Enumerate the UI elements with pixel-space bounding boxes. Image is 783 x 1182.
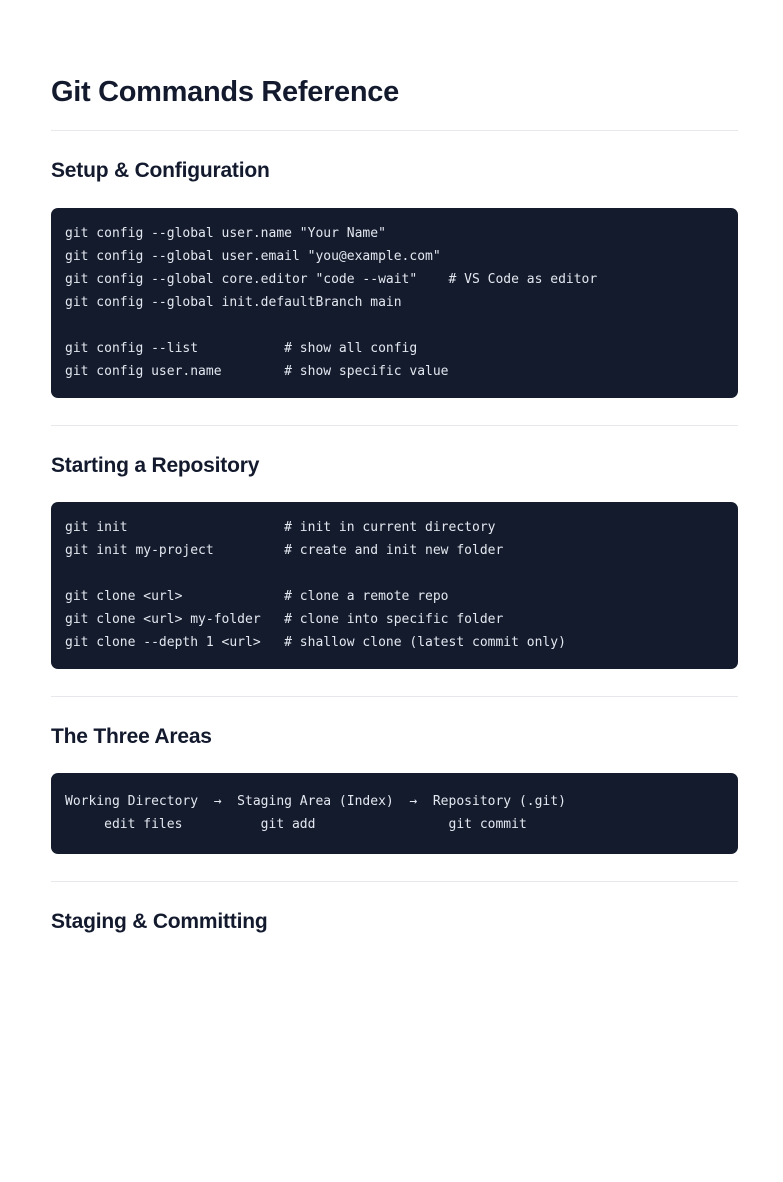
title-divider (51, 130, 738, 132)
section-starting-a-repository: Starting a Repository git init # init in… (51, 426, 738, 696)
section-heading-starting-a-repository: Starting a Repository (51, 453, 260, 477)
page-title: Git Commands Reference (51, 76, 399, 108)
section-setup-configuration: Setup & Configuration git config --globa… (51, 131, 738, 424)
section-divider-1 (51, 424, 738, 426)
code-block-setup-configuration[interactable]: git config --global user.name "Your Name… (51, 207, 738, 398)
section-heading-setup-configuration: Setup & Configuration (51, 159, 270, 183)
code-text-setup-configuration: git config --global user.name "Your Name… (65, 225, 598, 379)
section-the-three-areas: The Three Areas Working Directory → Stag… (51, 697, 738, 881)
code-text-starting-a-repository: git init # init in current directory git… (65, 519, 566, 650)
diagram-text-three-areas: Working Directory → Staging Area (Index)… (65, 794, 566, 833)
section-staging-committing: Staging & Committing (51, 882, 737, 962)
section-heading-the-three-areas: The Three Areas (51, 724, 212, 748)
code-block-the-three-areas[interactable]: Working Directory → Staging Area (Index)… (51, 773, 738, 855)
section-heading-staging-committing: Staging & Committing (51, 910, 268, 934)
section-divider-2 (51, 695, 738, 697)
page-bottom-whitespace (51, 962, 737, 1182)
code-block-starting-a-repository[interactable]: git init # init in current directory git… (51, 501, 738, 669)
section-divider-3 (51, 881, 738, 883)
